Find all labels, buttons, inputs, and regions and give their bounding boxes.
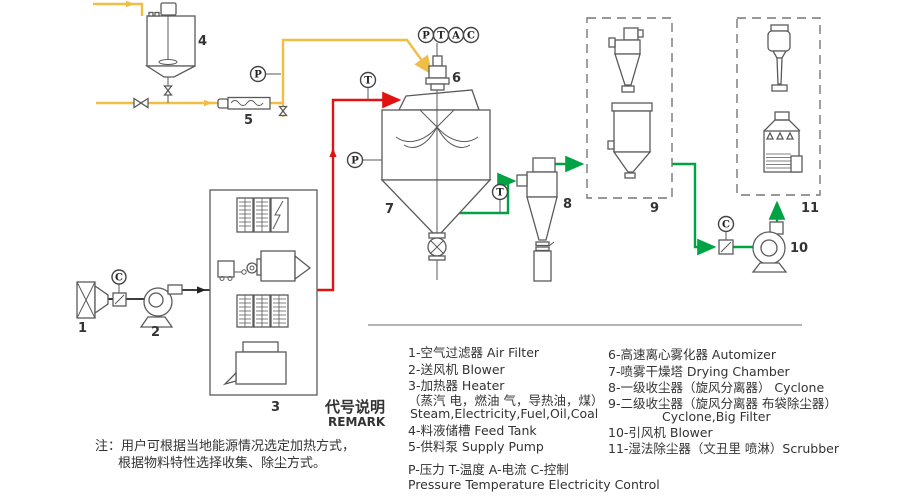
svg-text:P: P bbox=[351, 156, 359, 167]
pressure-gauge-feed: P bbox=[249, 65, 281, 83]
tag-supply-pump: 5 bbox=[244, 113, 253, 128]
ptac-instrument-cluster: P T A C bbox=[417, 26, 480, 58]
air-filter bbox=[76, 281, 109, 319]
legend-abbreviations-en: Pressure Temperature Electricity Control bbox=[408, 477, 660, 492]
legend-item-8: 8-一级收尘器（旋风分离器） Cyclone bbox=[608, 380, 824, 395]
legend-item-3-cn-sub: （蒸汽 电，燃油 气，导热油，煤） bbox=[408, 393, 603, 408]
legend-item-7: 7-喷雾干燥塔 Drying Chamber bbox=[608, 364, 791, 379]
tag-secondary-collector: 9 bbox=[650, 201, 659, 216]
secondary-cyclone bbox=[608, 27, 644, 93]
svg-text:P: P bbox=[422, 31, 430, 42]
legend-item-2: 2-送风机 Blower bbox=[408, 362, 506, 377]
feed-line-valve bbox=[133, 97, 149, 109]
legend-item-10: 10-引风机 Blower bbox=[608, 425, 713, 440]
venturi-tube bbox=[767, 24, 791, 92]
supply-pump bbox=[217, 96, 271, 110]
rotary-discharge-valve bbox=[427, 232, 447, 261]
spray-scrubber bbox=[763, 111, 803, 173]
supply-blower bbox=[139, 284, 183, 328]
remark-title-en: REMARK bbox=[328, 415, 386, 429]
control-gauge-inlet: C bbox=[111, 269, 127, 285]
legend-item-6: 6-高速离心雾化器 Automizer bbox=[608, 347, 777, 362]
secondary-collector-box bbox=[586, 17, 673, 199]
tag-induced-fan: 10 bbox=[790, 241, 808, 256]
heater-box bbox=[209, 189, 318, 396]
footnote: 注：用户可根据当地能源情况选定加热方式， 根据物料特性选择收集、除尘方式。 bbox=[95, 438, 355, 471]
temperature-gauge-inlet: T bbox=[359, 71, 377, 100]
remark-title-cn: 代号说明 bbox=[324, 398, 385, 416]
svg-text:A: A bbox=[451, 31, 460, 42]
svg-text:T: T bbox=[437, 31, 445, 42]
temperature-gauge-outlet: T bbox=[491, 183, 509, 213]
tag-feed-tank: 4 bbox=[198, 34, 207, 49]
tank-outlet-valve bbox=[163, 85, 173, 92]
footnote-line-1: 注：用户可根据当地能源情况选定加热方式， bbox=[95, 438, 355, 454]
primary-cyclone bbox=[516, 157, 558, 282]
steam-radiator bbox=[236, 294, 289, 328]
pressure-gauge-chamber: P bbox=[346, 151, 382, 169]
legend-item-9: 9-二级收尘器（旋风分离器 布袋除尘器） bbox=[608, 396, 837, 411]
svg-text:P: P bbox=[254, 70, 262, 81]
tag-supply-blower: 2 bbox=[151, 325, 160, 340]
svg-text:T: T bbox=[496, 188, 504, 199]
tag-cyclone: 8 bbox=[563, 197, 572, 212]
induced-draft-fan bbox=[751, 221, 788, 273]
ambient-air-pipe bbox=[108, 286, 210, 300]
hot-air-pipe bbox=[317, 91, 402, 292]
tag-atomizer: 6 bbox=[452, 71, 461, 86]
legend-item-5: 5-供料泵 Supply Pump bbox=[408, 439, 544, 454]
fuel-burner bbox=[217, 250, 312, 282]
legend-item-9-en-sub: Cyclone,Big Filter bbox=[662, 409, 771, 424]
legend-abbreviations-cn: P-压力 T-温度 A-电流 C-控制 bbox=[408, 462, 569, 477]
bag-filter bbox=[607, 102, 653, 179]
feed-tank bbox=[144, 2, 196, 103]
legend-item-4: 4-料液储槽 Feed Tank bbox=[408, 423, 537, 438]
inlet-damper-valve bbox=[112, 284, 127, 307]
tag-drying-chamber: 7 bbox=[385, 202, 394, 217]
control-gauge-exhaust: C bbox=[717, 215, 735, 233]
coal-furnace bbox=[222, 341, 287, 386]
legend-right-column: 6-高速离心雾化器 Automizer 7-喷雾干燥塔 Drying Chamb… bbox=[608, 347, 840, 456]
svg-text:T: T bbox=[364, 76, 372, 87]
lightning-icon bbox=[272, 200, 284, 230]
footnote-line-2: 根据物料特性选择收集、除尘方式。 bbox=[118, 455, 326, 471]
svg-text:C: C bbox=[115, 273, 123, 284]
legend-item-11: 11-湿法除尘器（文丑里 喷淋）Scrubber bbox=[608, 441, 840, 456]
atomizer bbox=[425, 55, 450, 91]
exhaust-damper-valve bbox=[718, 232, 734, 255]
legend-item-3: 3-加热器 Heater bbox=[408, 378, 505, 393]
legend-item-3-en-sub: Steam,Electricity,Fuel,Oil,Coal bbox=[410, 406, 598, 421]
drying-chamber bbox=[380, 89, 492, 280]
legend-left-column: 1-空气过滤器 Air Filter 2-送风机 Blower 3-加热器 He… bbox=[408, 345, 660, 492]
cyclone-collection-pot bbox=[533, 250, 552, 282]
tag-air-filter: 1 bbox=[78, 321, 87, 336]
svg-text:C: C bbox=[467, 31, 475, 42]
tag-heater: 3 bbox=[271, 400, 280, 415]
riser-check-valve bbox=[278, 105, 288, 117]
svg-text:C: C bbox=[722, 220, 730, 231]
legend-item-1: 1-空气过滤器 Air Filter bbox=[408, 345, 540, 360]
exhaust-pipes bbox=[459, 155, 786, 256]
tag-wet-scrubber: 11 bbox=[801, 201, 819, 216]
wet-scrubber-box bbox=[736, 17, 821, 196]
electric-heater bbox=[236, 197, 289, 233]
